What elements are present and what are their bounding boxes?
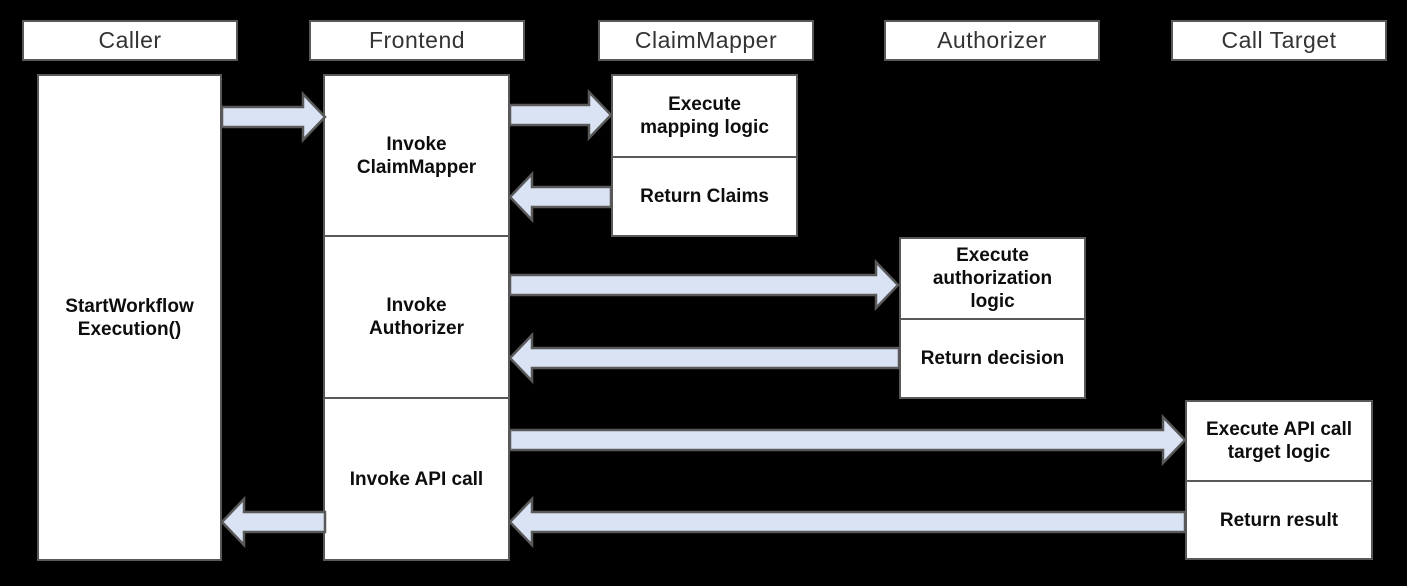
claimmapper-activation-box: Execute mapping logic Return Claims [611,74,798,237]
lifeline-header-authorizer: Authorizer [884,20,1100,61]
frontend-step-invoke-api-call: Invoke API call [325,397,508,559]
frontend-step-invoke-authorizer-label: Invoke Authorizer [369,295,464,339]
arrow-calltarget-to-frontend [508,495,1187,549]
lifeline-header-caller: Caller [22,20,238,61]
lifeline-header-claimmapper: ClaimMapper [598,20,814,61]
frontend-step-invoke-claimmapper-label: Invoke ClaimMapper [356,133,477,178]
arrow-frontend-to-calltarget [508,413,1187,467]
calltarget-step-return-label: Return result [1219,509,1339,531]
lifeline-header-authorizer-label: Authorizer [937,27,1047,53]
caller-step-label: StartWorkflow Execution() [65,295,194,340]
caller-activation-box: StartWorkflow Execution() [37,74,222,561]
calltarget-step-execute-api-call-target-logic: Execute API call target logic [1187,402,1371,480]
lifeline-header-frontend: Frontend [309,20,525,61]
arrow-claimmapper-to-frontend [508,170,613,224]
lifeline-header-claimmapper-label: ClaimMapper [634,27,778,53]
lifeline-header-caller-label: Caller [98,27,162,53]
authorizer-step-return-decision: Return decision [901,318,1084,397]
frontend-step-invoke-claimmapper: Invoke ClaimMapper [325,76,508,235]
arrow-caller-to-frontend [220,90,327,144]
frontend-step-invoke-authorizer: Invoke Authorizer [325,235,508,397]
frontend-activation-box: Invoke ClaimMapper Invoke Authorizer Inv… [323,74,510,561]
arrow-frontend-to-authorizer [508,258,900,312]
arrow-frontend-to-claimmapper [508,88,613,142]
frontend-step-invoke-api-call-label: Invoke API call [349,468,484,490]
arrow-frontend-to-caller [220,495,327,549]
calltarget-step-return-result: Return result [1187,480,1371,558]
lifeline-header-frontend-label: Frontend [368,27,466,53]
lifeline-header-calltarget: Call Target [1171,20,1387,61]
arrow-authorizer-to-frontend [508,331,901,385]
claimmapper-step-return-label: Return Claims [640,186,769,207]
authorizer-activation-box: Execute authorization logic Return decis… [899,237,1086,399]
claimmapper-step-execute-mapping-logic: Execute mapping logic [613,76,796,156]
claimmapper-step-execute-label: Execute mapping logic [640,94,769,138]
calltarget-activation-box: Execute API call target logic Return res… [1185,400,1373,560]
authorizer-step-return-label: Return decision [920,348,1065,369]
lifeline-header-calltarget-label: Call Target [1221,27,1337,53]
caller-step-startworkflowexecution: StartWorkflow Execution() [39,76,220,559]
calltarget-step-execute-label: Execute API call target logic [1205,419,1353,463]
authorizer-step-execute-label: Execute authorization logic [932,245,1053,312]
claimmapper-step-return-claims: Return Claims [613,156,796,235]
authorizer-step-execute-authorization-logic: Execute authorization logic [901,239,1084,318]
